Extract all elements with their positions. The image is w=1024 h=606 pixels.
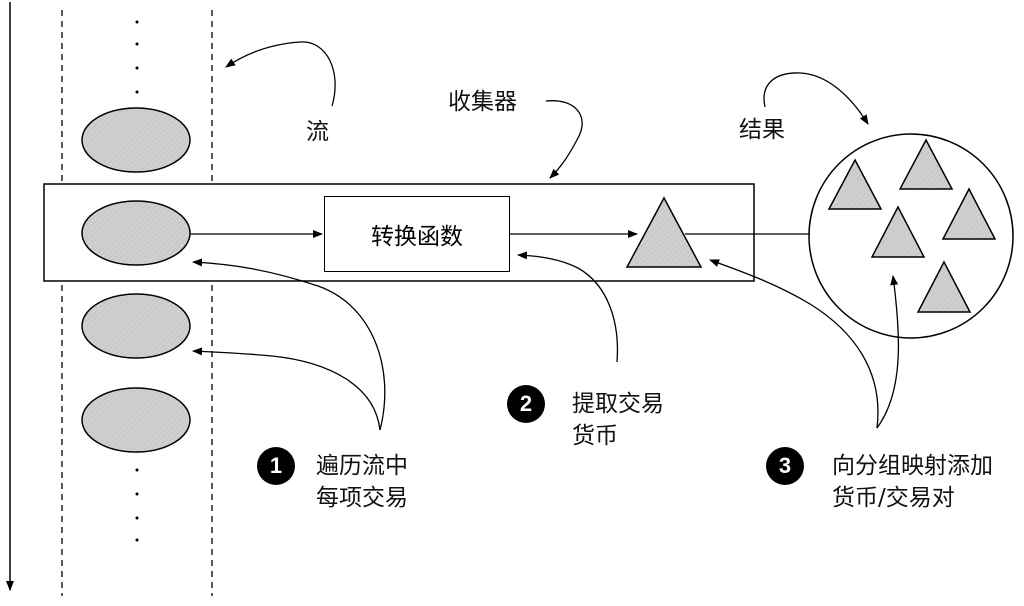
step1-badge: 1 xyxy=(257,447,295,485)
collector-label-arrow xyxy=(545,100,583,179)
result-entries xyxy=(827,138,997,313)
stream-label: 流 xyxy=(306,119,329,145)
stream-item xyxy=(81,387,191,453)
stream-label-arrow xyxy=(225,41,336,107)
stream-item xyxy=(81,107,191,173)
step1-text-line2: 每项交易 xyxy=(316,485,408,511)
currency-transaction-pair-triangle xyxy=(625,196,703,268)
step1-text-line1: 遍历流中 xyxy=(316,453,408,479)
stream-ellipsis-bottom xyxy=(135,468,139,542)
current-stream-item xyxy=(81,200,191,266)
result-label: 结果 xyxy=(739,117,785,143)
step1-arrow-next xyxy=(192,347,381,431)
step3-badge: 3 xyxy=(766,447,804,485)
step2-text-line2: 货币 xyxy=(572,423,618,449)
result-label-arrow xyxy=(763,72,869,125)
stream-item xyxy=(81,293,191,359)
collector-label: 收集器 xyxy=(448,89,517,115)
step3-arrow-to-result xyxy=(876,275,900,429)
transform-function-label: 转换函数 xyxy=(371,224,463,250)
step2-arrow xyxy=(517,251,619,363)
stream-ellipsis-top xyxy=(135,20,139,94)
step2-badge: 2 xyxy=(507,385,545,423)
step3-arrow-to-pair xyxy=(709,259,879,429)
step1-arrow-current xyxy=(192,258,386,431)
transform-function-box: 转换函数 xyxy=(324,196,510,272)
step3-text-line1: 向分组映射添加 xyxy=(832,453,993,479)
step2-text-line1: 提取交易 xyxy=(572,391,664,417)
step3-text-line2: 货币/交易对 xyxy=(832,485,955,511)
